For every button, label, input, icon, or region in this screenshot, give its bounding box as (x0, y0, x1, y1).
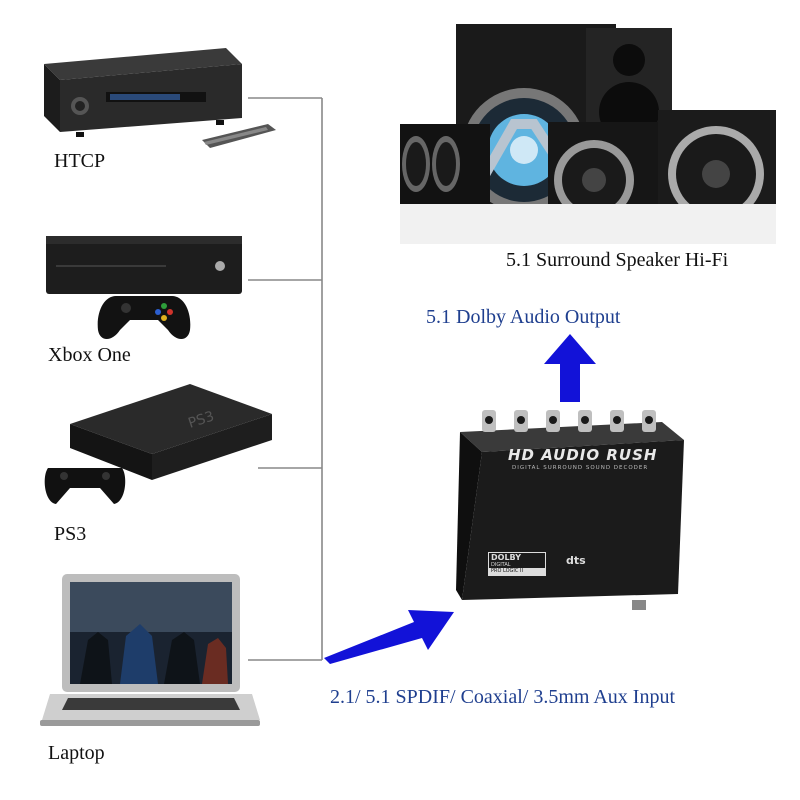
speaker-system (396, 20, 780, 260)
htpc-device (36, 36, 276, 166)
device-label-laptop: Laptop (48, 742, 105, 764)
output-label: 5.1 Dolby Audio Output (426, 306, 621, 328)
decoder-brand-label: HD AUDIO RUSH (508, 446, 658, 464)
device-label-xbox: Xbox One (48, 344, 131, 366)
decoder-subtitle-label: DIGITAL SURROUND SOUND DECODER (512, 465, 649, 471)
laptop-icon (40, 574, 260, 726)
ps3-device: PS3 (40, 384, 280, 514)
input-label: 2.1/ 5.1 SPDIF/ Coaxial/ 3.5mm Aux Input (330, 686, 676, 708)
dolby-logo: DOLBY DIGITAL PRO LOGIC II (488, 552, 546, 576)
laptop-device (40, 570, 260, 740)
input-arrow (324, 610, 454, 664)
svg-text:PS3: PS3 (186, 408, 216, 431)
device-label-ps3: PS3 (54, 523, 87, 545)
ps3-console-icon: PS3 (44, 384, 272, 504)
dolby-logo-text: DOLBY (491, 553, 521, 562)
dolby-logo-sub: DIGITAL (491, 562, 511, 568)
xbox-console-icon (46, 236, 242, 339)
speaker-label: 5.1 Surround Speaker Hi-Fi (506, 249, 729, 271)
device-label-htpc: HTCP (54, 150, 106, 172)
htpc-icon (44, 48, 276, 148)
dts-logo: dts (566, 554, 586, 567)
output-arrow (544, 334, 596, 402)
xbox-device (46, 234, 246, 344)
decoder-icon (456, 410, 684, 610)
pro-logic-text: PRO LOGIC II (489, 568, 545, 575)
speaker-icon (400, 24, 776, 244)
decoder-device (452, 404, 688, 618)
